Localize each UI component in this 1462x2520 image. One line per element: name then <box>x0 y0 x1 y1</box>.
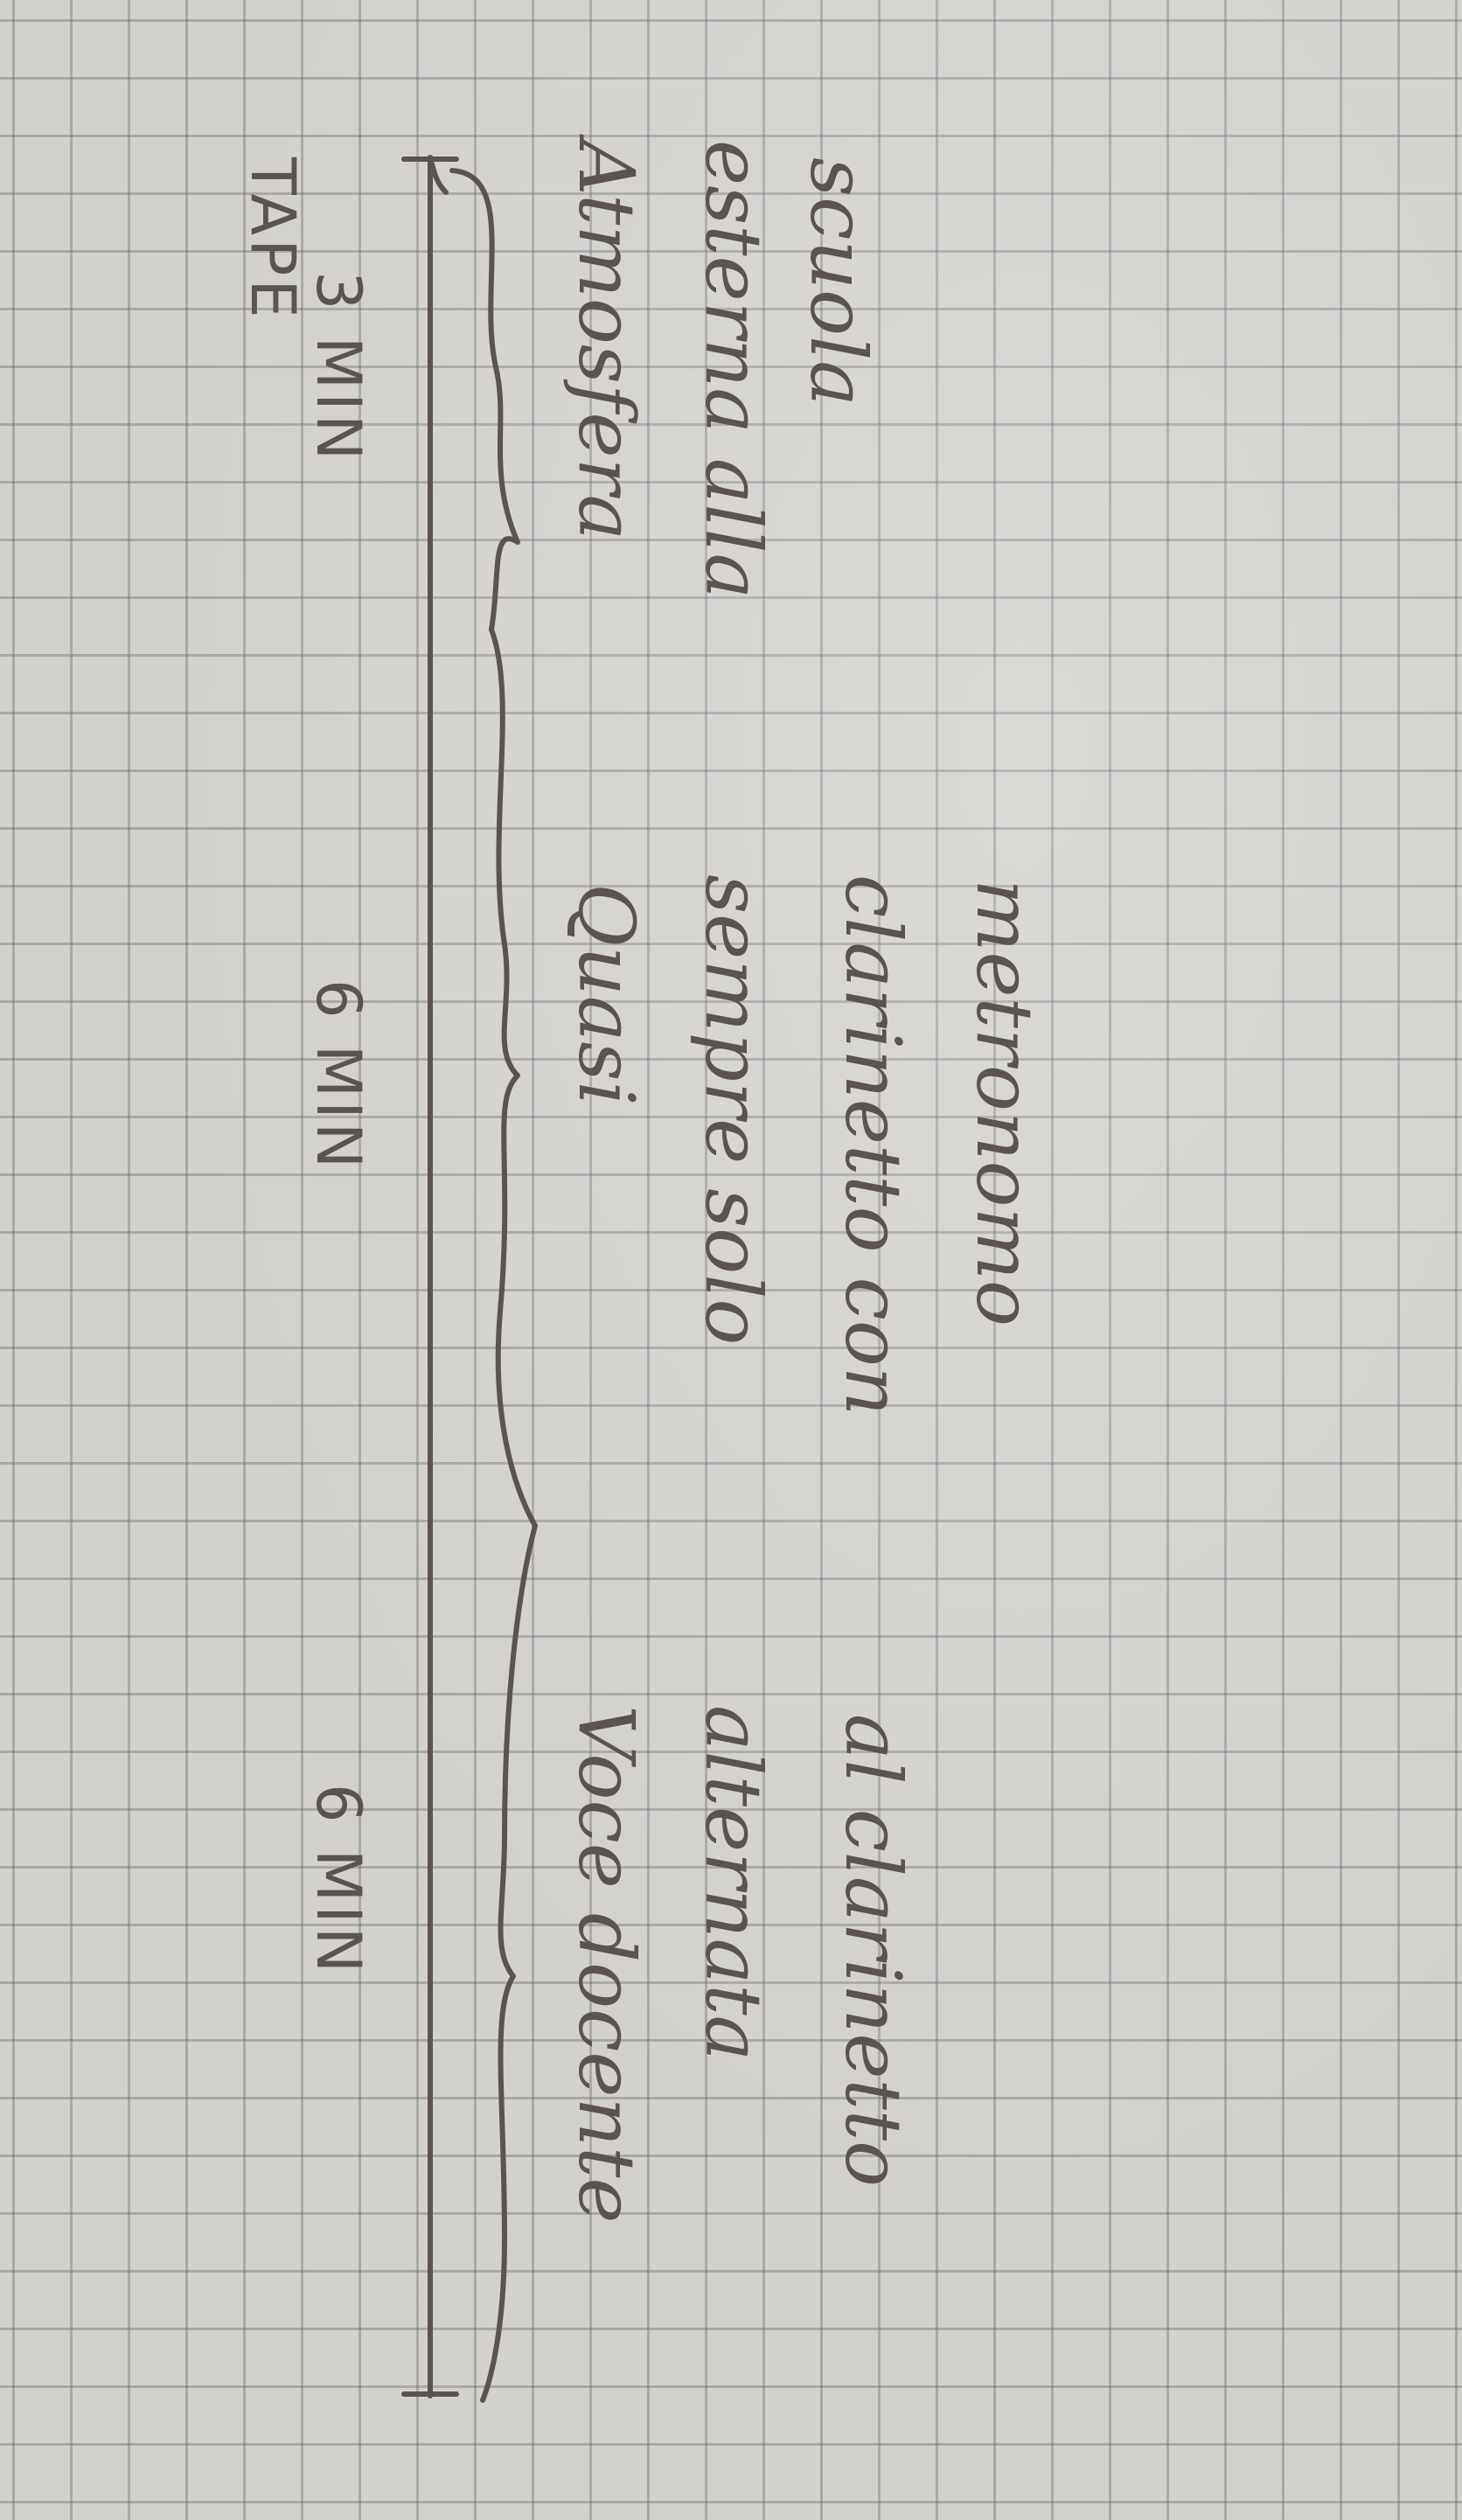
segment-1-brace <box>449 168 520 632</box>
section-2-line-4: metronomo <box>959 879 1049 1327</box>
section-1-line-3: scuola <box>793 157 883 407</box>
section-3-line-2: alternata <box>688 1705 778 2062</box>
section-2-line-3: clarinetto con <box>828 874 918 1417</box>
section-2-line-1: Quasi <box>561 883 651 1106</box>
segment-2-brace <box>489 627 538 1528</box>
segment-3-brace <box>480 1523 538 2403</box>
timeline-start-hook <box>428 155 449 195</box>
section-3-line-1: Voce docente <box>561 1705 651 2224</box>
section-1-line-1: Atmosfera <box>561 140 651 541</box>
section-1-line-2: esterna alla <box>688 140 778 600</box>
section-2-line-2: sempre solo <box>688 874 778 1346</box>
section-3-line-3: al clarinetto <box>828 1714 918 2188</box>
